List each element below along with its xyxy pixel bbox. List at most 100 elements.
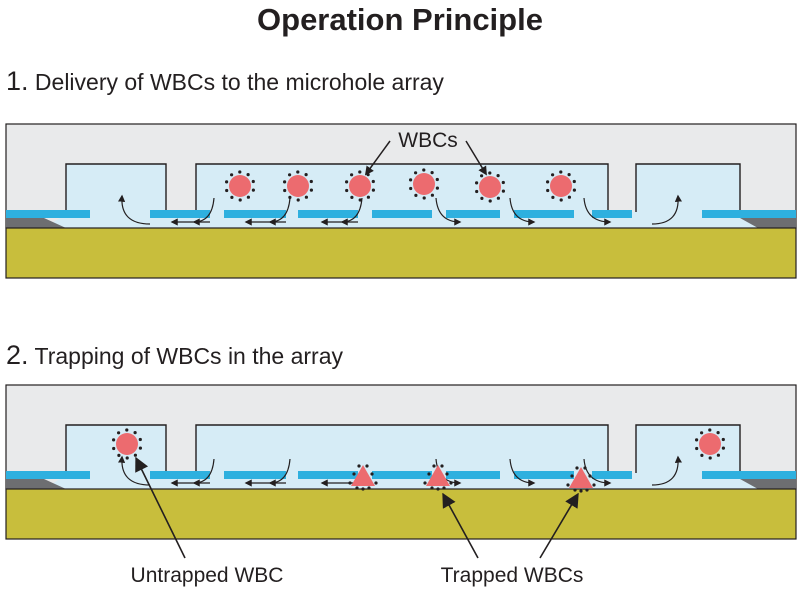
cell-receptor-dot	[296, 170, 300, 174]
chamber-wall	[195, 424, 609, 473]
cell-receptor-dot	[225, 180, 229, 184]
cell-receptor-dot	[246, 195, 250, 199]
cell-receptor-dot	[422, 196, 426, 200]
cell-body	[349, 175, 371, 197]
flow-arrow	[509, 197, 536, 226]
cell-receptor-dot	[430, 193, 434, 197]
cell-receptor-dot	[251, 179, 255, 184]
fluid-channel	[44, 164, 758, 228]
membrane-segment	[372, 210, 432, 218]
cell-receptor-dot	[430, 171, 434, 175]
cell-body	[426, 465, 450, 486]
cell-body	[550, 175, 572, 197]
cell-receptor-dot	[251, 188, 255, 192]
cell-receptor-dot	[304, 195, 308, 199]
membrane-segment	[298, 210, 358, 218]
wbcs-pointer-left	[364, 140, 391, 176]
cell-receptor-dot	[588, 474, 592, 478]
cell-receptor-dot	[238, 198, 242, 202]
cell-receptor-dot	[475, 181, 479, 185]
cell-receptor-dot	[551, 173, 555, 177]
cell-body	[479, 176, 501, 198]
cell-receptor-dot	[573, 488, 577, 492]
substrate	[5, 488, 797, 540]
spacer-left	[6, 218, 66, 228]
membrane-segment	[446, 210, 500, 218]
step-1-heading: 1. Delivery of WBCs to the microhole arr…	[6, 66, 444, 97]
cell-receptor-dot	[435, 186, 439, 190]
cell-receptor-dot	[345, 188, 349, 193]
cell-receptor-dot	[592, 483, 596, 487]
cell-receptor-dot	[345, 180, 349, 184]
membrane-segment	[514, 471, 574, 479]
cell-receptor-dot	[496, 196, 500, 200]
cell-receptor-dot	[501, 189, 505, 193]
cell-receptor-dot	[283, 180, 287, 184]
cell-receptor-dot	[230, 173, 234, 177]
cell-receptor-dot	[430, 486, 434, 490]
cell-receptor-dot	[442, 486, 446, 490]
inlet-wall	[65, 424, 167, 473]
cell-receptor-dot	[716, 431, 720, 435]
cell-receptor-dot	[695, 438, 699, 442]
membrane-segment	[298, 471, 358, 479]
outlet-wall	[635, 424, 741, 473]
cell-receptor-dot	[572, 188, 577, 192]
cell-receptor-dot	[309, 179, 313, 184]
cell-receptor-dot	[445, 472, 449, 476]
cell-receptor-dot	[358, 198, 362, 202]
exited-wbc-cell	[695, 428, 726, 460]
cell-receptor-dot	[133, 431, 137, 435]
cell-receptor-dot	[361, 487, 365, 491]
cell-receptor-dot	[708, 456, 712, 460]
flow-arrow	[435, 197, 462, 226]
cell-receptor-dot	[357, 464, 361, 468]
cell-receptor-dot	[546, 180, 550, 184]
fluid-channel	[44, 425, 758, 489]
spacer-left	[6, 479, 66, 489]
cell-receptor-dot	[374, 481, 378, 485]
cell-receptor-dot	[225, 188, 229, 193]
membrane-segment	[150, 471, 210, 479]
cell-receptor-dot	[296, 198, 300, 202]
spacer-right	[740, 479, 796, 489]
cell-receptor-dot	[352, 472, 356, 476]
flow-arrow-inlet-up	[118, 194, 151, 225]
untrapped-wbc-label: Untrapped WBC	[131, 564, 284, 587]
wbcs-label: WBCs	[398, 129, 458, 152]
membrane-segment	[702, 210, 796, 218]
wbc-cell-6	[546, 170, 577, 202]
membrane-segment	[224, 471, 286, 479]
cell-receptor-dot	[125, 456, 129, 460]
flow-arrow-inlet-up	[118, 455, 151, 486]
cell-receptor-dot	[348, 481, 352, 485]
cell-receptor-dot	[350, 195, 354, 199]
cell-receptor-dot	[559, 198, 563, 202]
cell-receptor-dot	[579, 489, 583, 493]
cell-receptor-dot	[117, 453, 121, 457]
membrane-segment	[224, 210, 286, 218]
membrane-segment	[446, 471, 500, 479]
cell-receptor-dot	[488, 171, 492, 175]
membrane-segment	[592, 210, 632, 218]
flow-arrow-outlet-up	[651, 455, 682, 486]
wbc-cell-4	[409, 168, 439, 200]
cell-receptor-dot	[288, 173, 292, 177]
flow-arrow	[268, 458, 291, 487]
cell-receptor-dot	[716, 453, 721, 457]
cell-receptor-dot	[230, 195, 234, 199]
cell-receptor-dot	[575, 466, 579, 470]
cell-receptor-dot	[365, 464, 369, 468]
cell-receptor-dot	[422, 168, 426, 172]
cell-receptor-dot	[138, 437, 142, 442]
cell-receptor-dot	[436, 487, 440, 491]
cell-receptor-dot	[409, 186, 413, 191]
membrane-segment	[6, 210, 90, 218]
membrane-segment	[150, 210, 210, 218]
cell-receptor-dot	[283, 188, 287, 193]
wbc-cell-1	[225, 170, 255, 202]
cell-receptor-dot	[309, 188, 313, 192]
cell-receptor-dot	[480, 196, 484, 200]
flow-arrow-outlet-up	[651, 194, 682, 225]
